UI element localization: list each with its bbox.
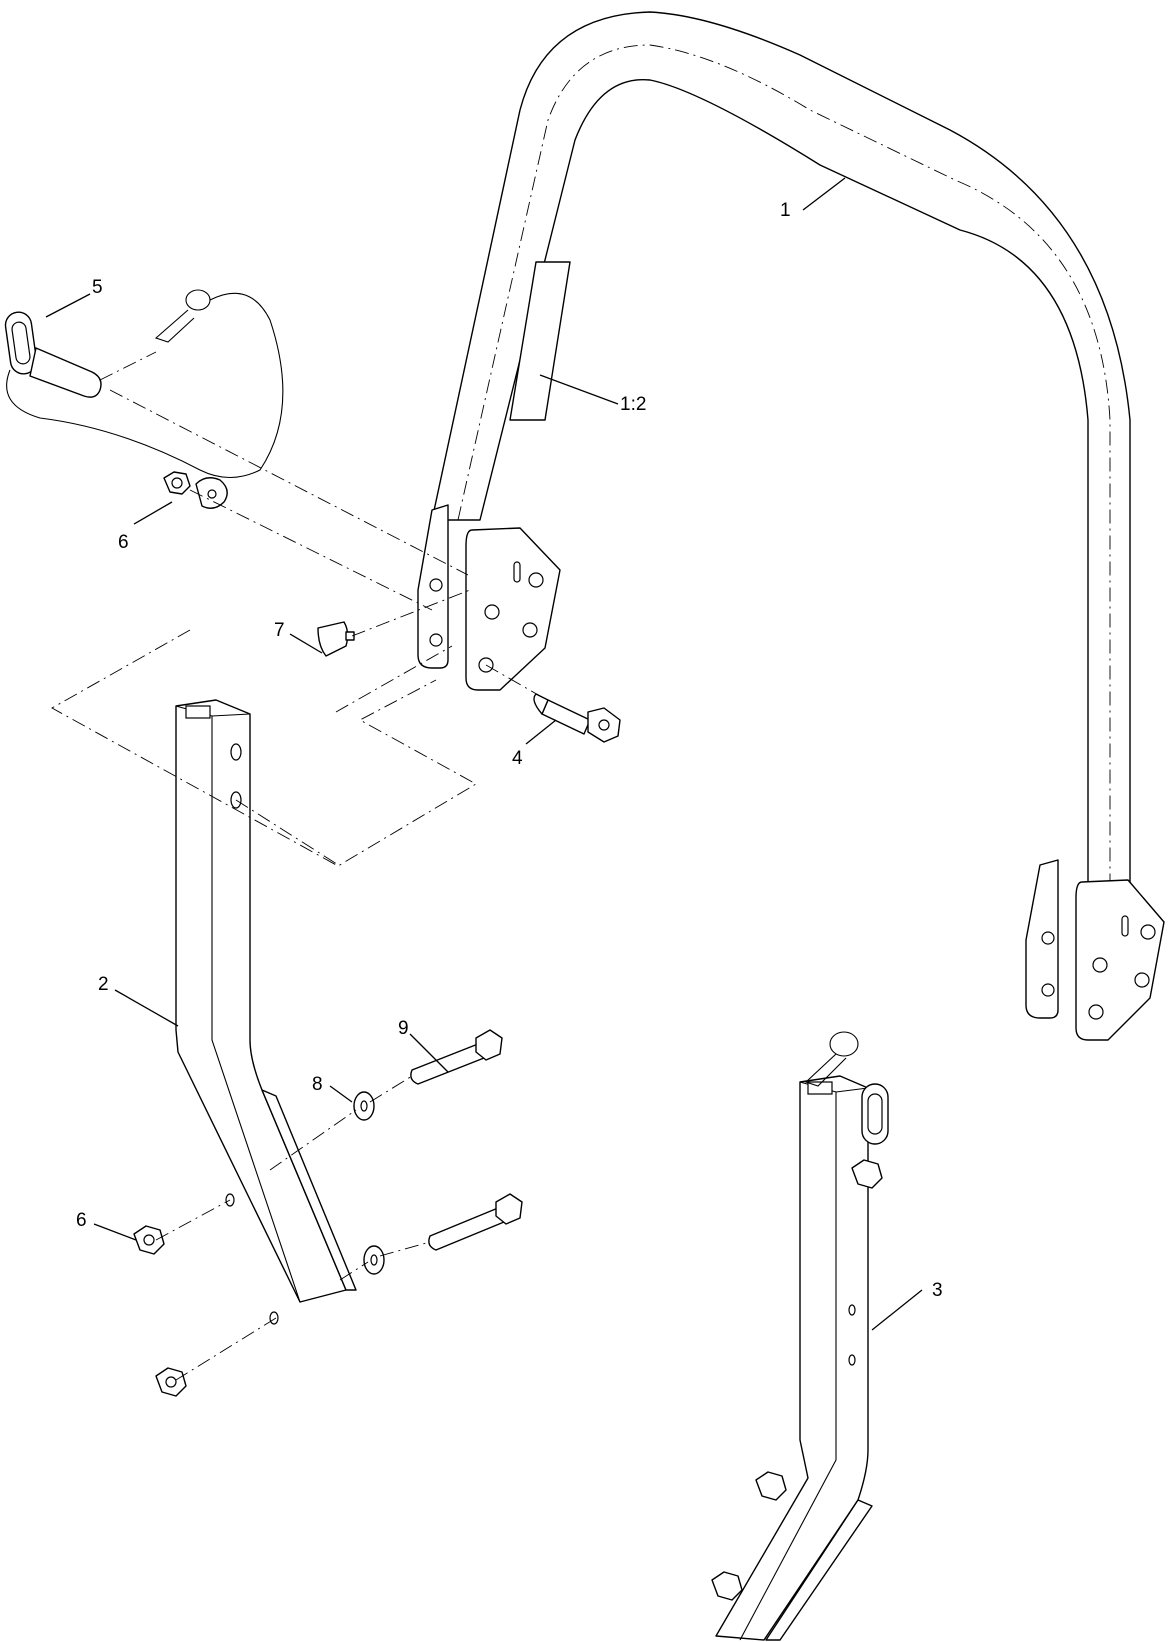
nut-upper bbox=[163, 471, 191, 495]
hitch-pin bbox=[4, 289, 284, 509]
callout-6-upper: 6 bbox=[118, 532, 129, 553]
washer-upper bbox=[353, 1091, 375, 1121]
assembly-lines bbox=[51, 351, 541, 1381]
knob bbox=[317, 621, 355, 657]
left-post bbox=[175, 699, 357, 1325]
nut-lower-a bbox=[133, 1225, 165, 1255]
left-bracket bbox=[417, 504, 561, 691]
callout-2: 2 bbox=[98, 974, 109, 995]
callout-5: 5 bbox=[92, 277, 103, 298]
callout-9: 9 bbox=[398, 1018, 409, 1039]
bolt-upper bbox=[410, 1029, 503, 1085]
callouts: 1 1:2 5 6 7 4 2 9 8 6 3 bbox=[45, 177, 943, 1331]
nut-lower-b bbox=[155, 1367, 187, 1397]
callout-1: 1 bbox=[780, 200, 791, 221]
callout-7: 7 bbox=[274, 620, 285, 641]
callout-3: 3 bbox=[932, 1280, 943, 1301]
callout-1-2: 1:2 bbox=[620, 394, 646, 415]
right-post bbox=[711, 1031, 889, 1641]
decal bbox=[509, 261, 571, 421]
washer-lower bbox=[363, 1245, 385, 1275]
roll-bar bbox=[417, 11, 1165, 1041]
pivot-bolt bbox=[533, 693, 621, 743]
callout-8: 8 bbox=[312, 1074, 323, 1095]
callout-6-lower: 6 bbox=[76, 1210, 87, 1231]
right-bracket bbox=[1025, 859, 1165, 1041]
callout-4: 4 bbox=[512, 748, 523, 769]
bolt-lower bbox=[428, 1193, 523, 1251]
